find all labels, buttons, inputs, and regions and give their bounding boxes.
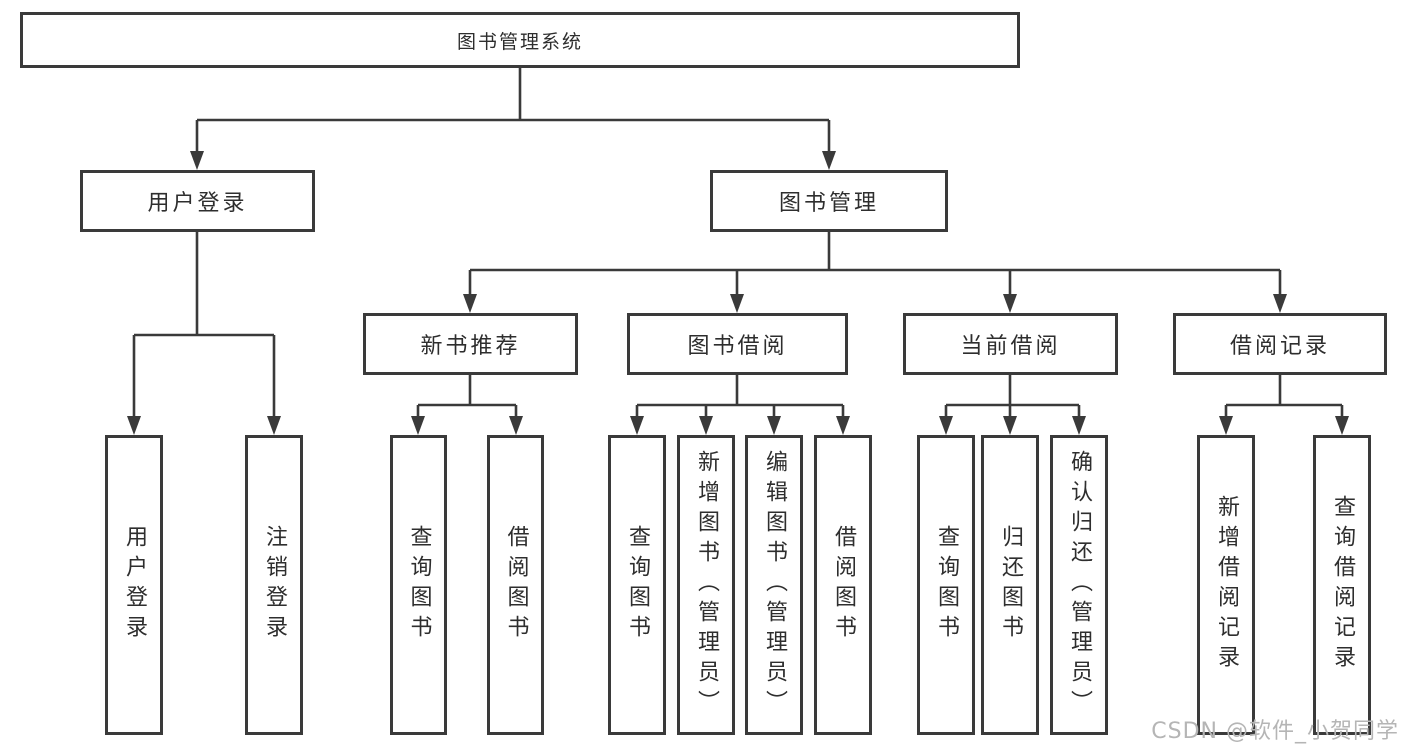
node-new-book-recommend: 新书推荐	[363, 313, 578, 375]
node-root: 图书管理系统	[20, 12, 1020, 68]
leaf-add-book-admin: 新增图书（管理员）	[677, 435, 735, 735]
leaf-add-borrow-record-label: 新增借阅记录	[1214, 495, 1239, 675]
node-book-borrow-label: 图书借阅	[687, 334, 788, 359]
node-new-book-recommend-label: 新书推荐	[420, 334, 521, 359]
leaf-logout: 注销登录	[245, 435, 303, 735]
leaf-query-books-borrow: 查询图书	[608, 435, 666, 735]
leaf-user-login: 用户登录	[105, 435, 163, 735]
leaf-borrow-books: 借阅图书	[814, 435, 872, 735]
node-book-management: 图书管理	[710, 170, 948, 232]
leaf-user-login-label: 用户登录	[122, 525, 147, 645]
leaf-query-books-borrow-label: 查询图书	[625, 525, 650, 645]
leaf-edit-book-admin-label: 编辑图书（管理员）	[762, 450, 787, 720]
leaf-add-book-admin-label: 新增图书（管理员）	[694, 450, 719, 720]
connector-book-management-children	[463, 232, 1287, 313]
node-borrow-records-label: 借阅记录	[1229, 334, 1330, 359]
leaf-return-books: 归还图书	[981, 435, 1039, 735]
connector-root-children	[190, 68, 836, 170]
leaf-add-borrow-record: 新增借阅记录	[1197, 435, 1255, 735]
leaf-query-books-recommend-label: 查询图书	[406, 525, 432, 645]
connector-user-login-children	[127, 232, 281, 435]
node-borrow-records: 借阅记录	[1173, 313, 1387, 375]
watermark: CSDN @软件_小贺同学	[1151, 719, 1399, 744]
leaf-borrow-books-recommend: 借阅图书	[487, 435, 544, 735]
connector-new-book-recommend-children	[411, 375, 523, 435]
leaf-return-books-label: 归还图书	[998, 525, 1023, 645]
leaf-query-books-current: 查询图书	[917, 435, 975, 735]
leaf-confirm-return-admin-label: 确认归还（管理员）	[1067, 450, 1092, 720]
leaf-query-borrow-record: 查询借阅记录	[1313, 435, 1371, 735]
leaf-edit-book-admin: 编辑图书（管理员）	[745, 435, 803, 735]
node-book-management-label: 图书管理	[778, 191, 879, 216]
leaf-borrow-books-recommend-label: 借阅图书	[503, 525, 529, 645]
node-user-login-label: 用户登录	[147, 191, 248, 216]
connector-current-borrow-children	[939, 375, 1086, 435]
leaf-query-books-current-label: 查询图书	[934, 525, 959, 645]
node-user-login: 用户登录	[80, 170, 315, 232]
node-root-label: 图书管理系统	[456, 30, 583, 53]
node-book-borrow: 图书借阅	[627, 313, 848, 375]
leaf-borrow-books-label: 借阅图书	[831, 525, 856, 645]
leaf-confirm-return-admin: 确认归还（管理员）	[1050, 435, 1108, 735]
leaf-logout-label: 注销登录	[262, 525, 287, 645]
connector-book-borrow-children	[630, 375, 850, 435]
leaf-query-borrow-record-label: 查询借阅记录	[1330, 495, 1355, 675]
node-current-borrow-label: 当前借阅	[960, 334, 1061, 359]
node-current-borrow: 当前借阅	[903, 313, 1118, 375]
leaf-query-books-recommend: 查询图书	[390, 435, 447, 735]
connector-borrow-records-children	[1219, 375, 1349, 435]
